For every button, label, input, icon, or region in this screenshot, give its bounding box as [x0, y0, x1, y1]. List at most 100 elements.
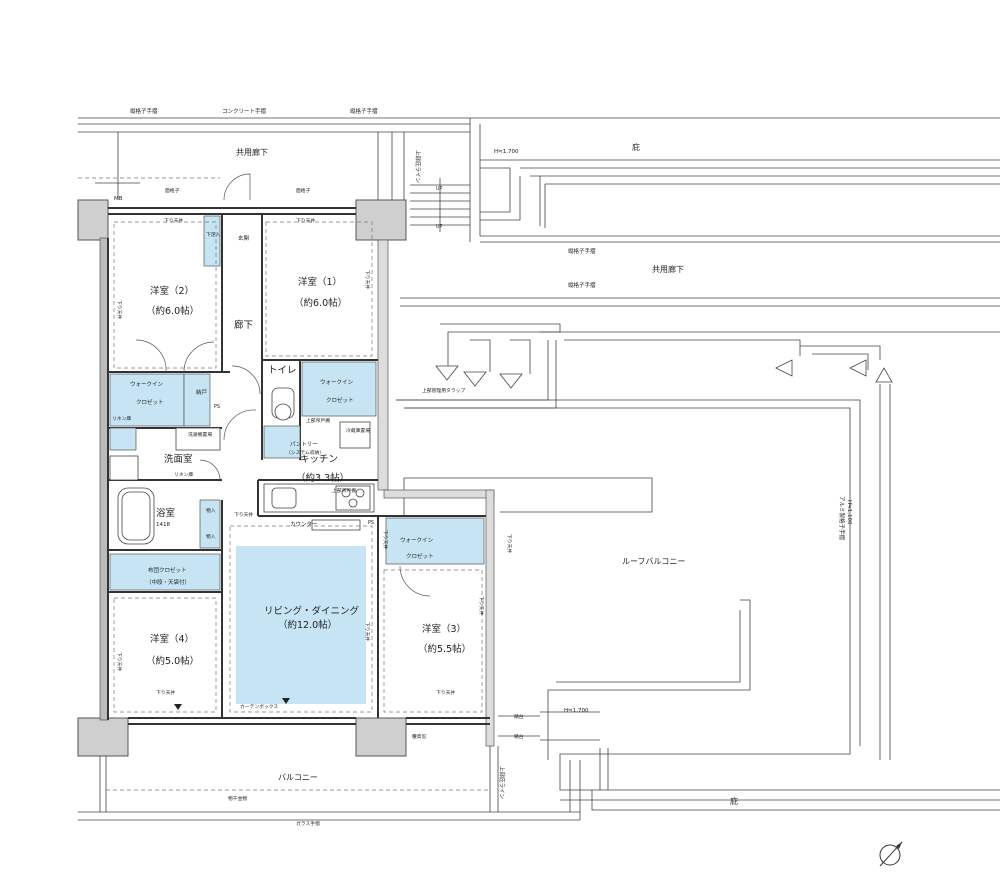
label-railing-right-2: 縦格子手摺	[568, 281, 596, 289]
label-sagari-7: 下り天井	[364, 622, 371, 641]
label-youshitsu-2-size: （約6.0帖）	[146, 305, 199, 317]
label-height-top: H≒1,700	[494, 149, 519, 155]
label-sagari-12: 下り天井	[506, 534, 513, 553]
label-wic-3-2: クロゼット	[406, 552, 434, 560]
label-linen: リネン庫	[112, 415, 131, 422]
label-counter: カウンター	[290, 520, 318, 528]
storage-areas	[109, 215, 485, 704]
label-futon-1: 布団クロゼット	[148, 566, 187, 574]
label-linen-ko: リネン庫	[174, 471, 193, 478]
label-eaves-bottom: 庇	[730, 796, 738, 806]
column-bottom-right	[355, 717, 407, 757]
label-wic-right-1: ウォークイン	[320, 378, 354, 386]
top-corridor-lines	[78, 117, 1000, 307]
balcony-lines	[78, 711, 600, 821]
label-balcony: バルコニー	[278, 773, 318, 782]
label-kitchen: キッチン	[300, 454, 338, 465]
label-senmenshitsu: 洗面室	[164, 453, 193, 465]
label-railing-right-1: 縦格子手摺	[568, 247, 596, 255]
label-yokushitsu: 浴室	[156, 507, 175, 519]
label-wic-3-1: ウォークイン	[400, 536, 434, 544]
label-geta: 下足入	[206, 232, 221, 238]
label-youshitsu-1-size: （約6.0帖）	[294, 297, 347, 309]
label-curtain-box: カーテンボックス	[240, 703, 278, 710]
label-living: リビング・ダイニング	[264, 605, 360, 617]
label-youshitsu-4-size: （約5.0帖）	[146, 655, 199, 667]
label-upper-storage: 上部吊戸棚	[306, 417, 330, 424]
label-sagari-11: 下り天井	[116, 652, 123, 671]
label-kojo-ladder: 上部管理用タラップ	[422, 387, 465, 394]
label-roof-balcony: ルーフバルコニー	[622, 557, 685, 566]
living-highlight	[236, 546, 366, 704]
label-youshitsu-4: 洋室（4）	[150, 633, 194, 645]
label-wic-left-1: ウォークイン	[130, 380, 164, 388]
label-grille-1: 面格子	[165, 187, 180, 194]
label-height-h1100: H≒1,100	[846, 500, 852, 525]
label-ps-2: PS	[368, 520, 374, 526]
label-upper-line-bottom: 上部庇ライン	[498, 766, 506, 800]
arrow-markers	[435, 359, 893, 389]
apartment-walls	[77, 199, 495, 757]
label-kitchen-size: （約3.3帖）	[296, 472, 349, 484]
window-marker-icon	[174, 704, 182, 710]
label-sagari-3: 下り天井	[116, 300, 123, 319]
label-toilet: トイレ	[268, 365, 297, 376]
label-sagari-5: 下り天井	[234, 511, 253, 518]
walkin-closet-1	[301, 361, 377, 417]
mono-storage	[199, 499, 221, 549]
sink	[271, 487, 297, 509]
label-monohoshi: 物干金物	[228, 795, 247, 802]
label-up-1: UP	[436, 186, 443, 192]
label-nando: 納戸	[196, 388, 208, 396]
label-upper-storage-2: 上部吊戸棚	[332, 487, 356, 494]
roof-balcony-outlines	[396, 323, 1000, 811]
nando-storage	[183, 373, 211, 427]
down-arrow-icon	[463, 371, 487, 387]
counter-top	[311, 519, 361, 531]
label-railing-concrete: コンクリート手摺	[222, 107, 267, 115]
left-arrow-icon	[849, 359, 867, 377]
column-bottom-left	[77, 717, 129, 757]
washer-space	[175, 427, 221, 451]
label-corridor-right: 共用廊下	[652, 264, 684, 274]
label-futon-2: （中段・天袋付）	[146, 578, 190, 586]
up-arrow-icon	[875, 367, 893, 383]
label-bath-size: 1418	[156, 522, 170, 528]
label-wic-right-2: クロゼット	[326, 396, 354, 404]
label-railing-aluminum: アルミ製格子手摺	[838, 496, 846, 540]
north-compass-icon	[879, 841, 903, 867]
label-height-bottom: H≒1,700	[564, 708, 589, 714]
label-living-size: （約12.0帖）	[278, 619, 337, 631]
shoe-storage	[203, 215, 221, 267]
fridge-space	[339, 421, 371, 449]
text-labels: 縦格子手摺 コンクリート手摺 縦格子手摺 共用廊下 H≒1,700 庇 上部庇ラ…	[112, 107, 852, 827]
label-tsudai-1: 踏台	[514, 713, 524, 720]
label-youshitsu-3: 洋室（3）	[422, 623, 466, 635]
label-pantry-1: パントリー	[290, 441, 318, 448]
label-sagari-1: 下り天井	[164, 217, 183, 224]
label-up-2: UP	[436, 224, 443, 230]
label-grille-2: 面格子	[296, 187, 311, 194]
down-arrow-icon	[499, 373, 523, 389]
label-eaves-top: 庇	[632, 142, 640, 152]
label-upper-line-top: 上部庇ライン	[414, 150, 422, 184]
label-sagari-10: 下り天井	[436, 689, 455, 696]
column-top-left	[77, 199, 109, 241]
down-arrow-icon	[435, 365, 459, 381]
label-wic-left-2: クロゼット	[136, 398, 164, 406]
label-railing-grille-left: 縦格子手摺	[130, 107, 158, 115]
label-rouka: 廊下	[234, 319, 253, 331]
label-sagari-4: 下り天井	[364, 270, 371, 289]
label-genkan: 玄関	[238, 234, 250, 242]
label-koshidaka: 腰高窓	[412, 733, 427, 740]
fixtures	[109, 387, 375, 545]
label-mono-2: 物入	[206, 533, 216, 540]
label-railing-grille-mid: 縦格子手摺	[350, 107, 378, 115]
pantry	[263, 425, 301, 459]
label-mb: MB	[114, 196, 123, 202]
walkin-closet-3	[385, 517, 485, 565]
column-top-right	[355, 199, 407, 241]
label-youshitsu-2: 洋室（2）	[150, 285, 194, 297]
walkin-closet-2	[109, 373, 185, 427]
